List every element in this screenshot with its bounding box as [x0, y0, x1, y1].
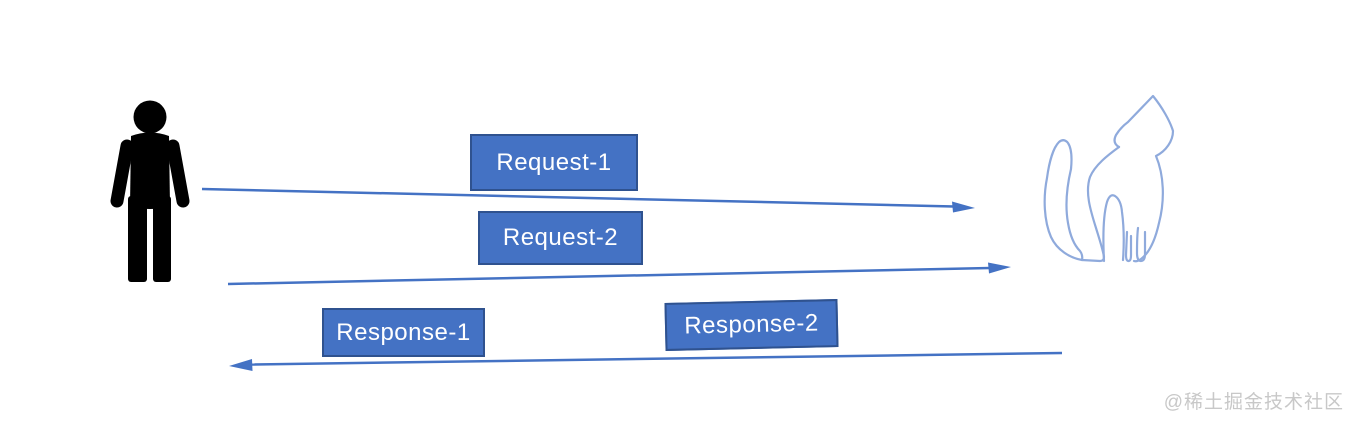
response-2-label: Response-2	[664, 299, 839, 351]
person-icon	[110, 100, 190, 282]
request-2-label: Request-2	[478, 211, 643, 265]
cat-icon	[1043, 94, 1175, 263]
response-arrow	[229, 351, 1063, 371]
request-2-arrow	[227, 262, 1011, 286]
request-1-label: Request-1	[470, 134, 638, 191]
response-1-label: Response-1	[322, 308, 485, 357]
watermark-text: @稀土掘金技术社区	[1163, 392, 1344, 413]
request-1-arrow	[201, 187, 975, 213]
